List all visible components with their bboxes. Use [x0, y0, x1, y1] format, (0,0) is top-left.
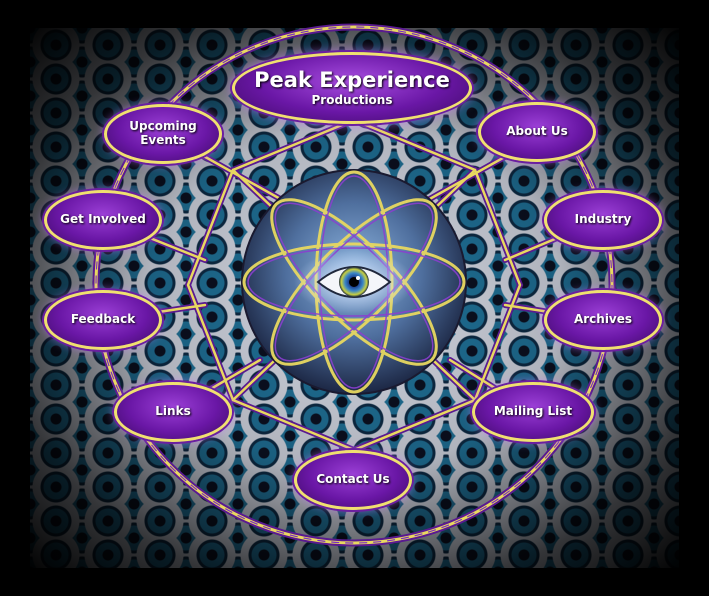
outer-ring — [92, 23, 616, 547]
nav-upcoming-events-label: Upcoming Events — [129, 119, 197, 147]
nav-archives-label: Archives — [573, 312, 633, 327]
nav-get-involved[interactable]: Get Involved — [44, 190, 162, 250]
nav-archives[interactable]: Archives — [544, 290, 662, 350]
site-subtitle: Productions — [311, 92, 393, 107]
nav-industry[interactable]: Industry — [544, 190, 662, 250]
nav-get-involved-label: Get Involved — [60, 212, 146, 227]
site-title-logo[interactable]: Peak Experience Productions — [232, 52, 472, 124]
nav-mailing-list[interactable]: Mailing List — [472, 382, 594, 442]
eye-icon — [316, 266, 392, 298]
nav-contact-us[interactable]: Contact Us — [294, 450, 412, 510]
nav-about-us-label: About Us — [506, 124, 568, 139]
nav-feedback[interactable]: Feedback — [44, 290, 162, 350]
nav-about-us[interactable]: About Us — [478, 102, 596, 162]
nav-mailing-list-label: Mailing List — [493, 404, 573, 419]
nav-links[interactable]: Links — [114, 382, 232, 442]
nav-industry-label: Industry — [574, 212, 632, 227]
nav-links-label: Links — [155, 404, 191, 419]
nav-upcoming-events[interactable]: Upcoming Events — [104, 104, 222, 164]
site-title: Peak Experience — [254, 67, 450, 92]
nav-feedback-label: Feedback — [70, 312, 136, 327]
nav-contact-us-label: Contact Us — [316, 472, 390, 487]
